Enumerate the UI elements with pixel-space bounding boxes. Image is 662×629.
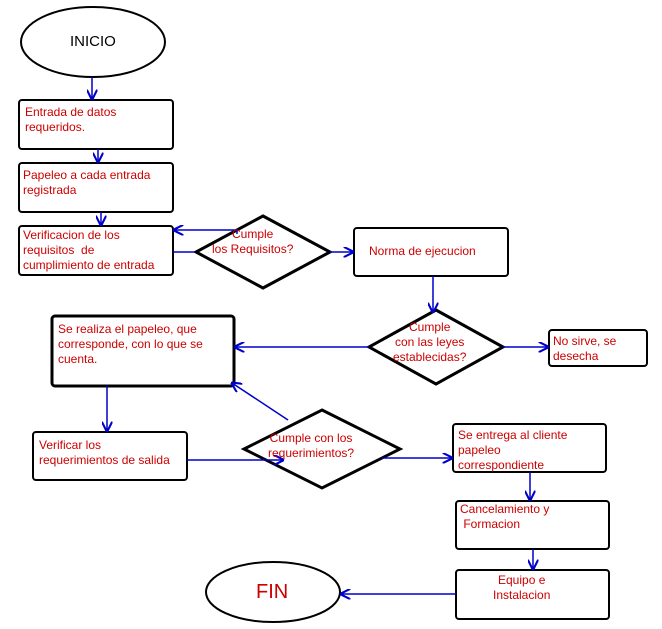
- start-label: INICIO: [70, 33, 116, 50]
- start-terminal: [20, 6, 166, 78]
- verify-output-label: Verificar los requerimientos de salida: [39, 438, 170, 467]
- arrow-decision-back-to-verify: [174, 230, 238, 234]
- arrow-decision-back-to-paperwork: [232, 383, 289, 421]
- end-label: FIN: [256, 581, 289, 603]
- cancel-training-label: Cancelamiento y Formacion: [460, 502, 550, 531]
- deliver-client-label: Se entrega al cliente papeleo correspond…: [458, 428, 568, 472]
- execution-norm-label: Norma de ejecucion: [369, 244, 476, 258]
- paperwork-entry-label: Papeleo a cada entrada registrada: [23, 168, 151, 197]
- decision-laws-diamond: [365, 308, 507, 386]
- decision-requirements-label: Cumple los Requisitos?: [212, 227, 294, 256]
- paperwork-process-label: Se realiza el papeleo, que corresponde, …: [58, 322, 203, 366]
- decision-output-diamond: [240, 408, 404, 490]
- decision-output-label: Cumple con los requerimientos?: [268, 431, 355, 460]
- discard-label: No sirve, se desecha: [553, 334, 617, 363]
- input-data-label: Entrada de datos requeridos.: [25, 105, 117, 134]
- decision-laws-label: Cumple con las leyes establecidas?: [393, 320, 467, 364]
- equipment-install-label: Equipo e Instalacion: [493, 573, 551, 602]
- verify-requirements-label: Verificacion de los requisitos de cumpli…: [23, 228, 155, 272]
- decision-requirements-diamond: [192, 214, 334, 290]
